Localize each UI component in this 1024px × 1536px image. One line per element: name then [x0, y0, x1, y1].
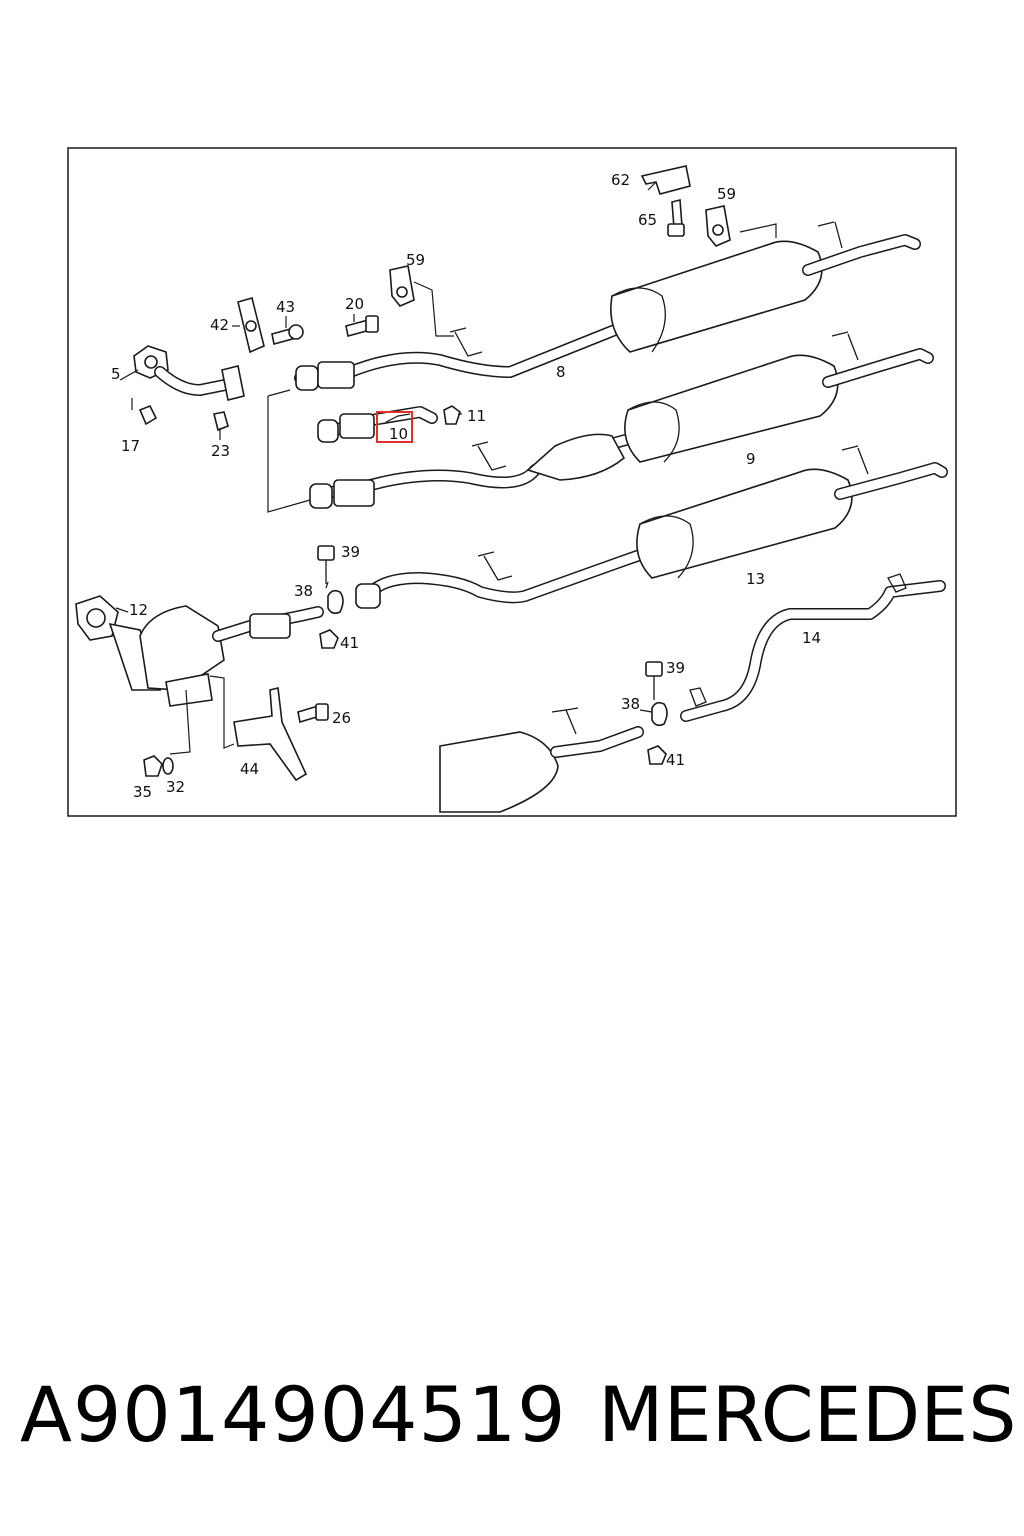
callout-39-b: 39	[666, 659, 685, 677]
callout-26: 26	[332, 709, 351, 727]
clamp-38-lower	[645, 661, 668, 765]
rear-muffler-assembly-8	[294, 221, 921, 391]
callout-5: 5	[111, 365, 121, 383]
callout-14: 14	[802, 629, 821, 647]
bolt-20	[345, 315, 379, 337]
lower-muffler-assembly-13	[355, 445, 948, 609]
callout-43: 43	[276, 298, 295, 316]
washer-32	[162, 757, 174, 775]
callout-17: 17	[121, 437, 140, 455]
bracket-62	[640, 165, 691, 195]
callout-42: 42	[210, 316, 229, 334]
footer: A9014904519 MERCEDES	[0, 1370, 1024, 1480]
highlight-box-10	[376, 411, 413, 443]
bolt-43	[271, 324, 304, 345]
callout-62: 62	[611, 171, 630, 189]
callout-41-b: 41	[666, 751, 685, 769]
exhaust-parts-diagram: 5 17 42 43 23 20 59 8 59 62 65 10 11 9 3…	[67, 147, 957, 817]
callout-59-a: 59	[406, 251, 425, 269]
callout-labels: 5 17 42 43 23 20 59 8 59 62 65 10 11 9 3…	[111, 171, 821, 801]
bolt-26	[297, 703, 329, 724]
callout-20: 20	[345, 295, 364, 313]
callout-38-a: 38	[294, 582, 313, 600]
callout-39-a: 39	[341, 543, 360, 561]
bolt-65	[667, 198, 685, 237]
connecting-pipe-10	[317, 405, 461, 443]
callout-8: 8	[556, 363, 566, 381]
callout-13: 13	[746, 570, 765, 588]
callout-11: 11	[467, 407, 486, 425]
catalytic-converter-12	[75, 595, 324, 707]
middle-assembly-9	[309, 331, 934, 509]
leader-lines	[115, 181, 777, 755]
callout-38-b: 38	[621, 695, 640, 713]
bracket-44	[233, 687, 308, 782]
callout-9: 9	[746, 450, 756, 468]
callout-23: 23	[211, 442, 230, 460]
gasket-42	[237, 297, 265, 354]
callout-12: 12	[129, 601, 148, 619]
brand-name: MERCEDES	[598, 1370, 1017, 1459]
clamp-38-upper	[317, 545, 344, 649]
tail-pipe-14	[680, 573, 946, 722]
nut-35	[143, 755, 163, 777]
part-number: A9014904519	[20, 1370, 567, 1459]
callout-59-b: 59	[717, 185, 736, 203]
callout-10: 10	[389, 425, 408, 443]
hanger-59-b	[705, 205, 731, 247]
rear-muffler-fragment	[439, 707, 644, 813]
callout-32: 32	[166, 778, 185, 796]
callout-44: 44	[240, 760, 259, 778]
callout-41-a: 41	[340, 634, 359, 652]
hanger-59-a	[389, 265, 415, 307]
callout-35: 35	[133, 783, 152, 801]
callout-65: 65	[638, 211, 657, 229]
front-pipe-5	[133, 345, 245, 432]
